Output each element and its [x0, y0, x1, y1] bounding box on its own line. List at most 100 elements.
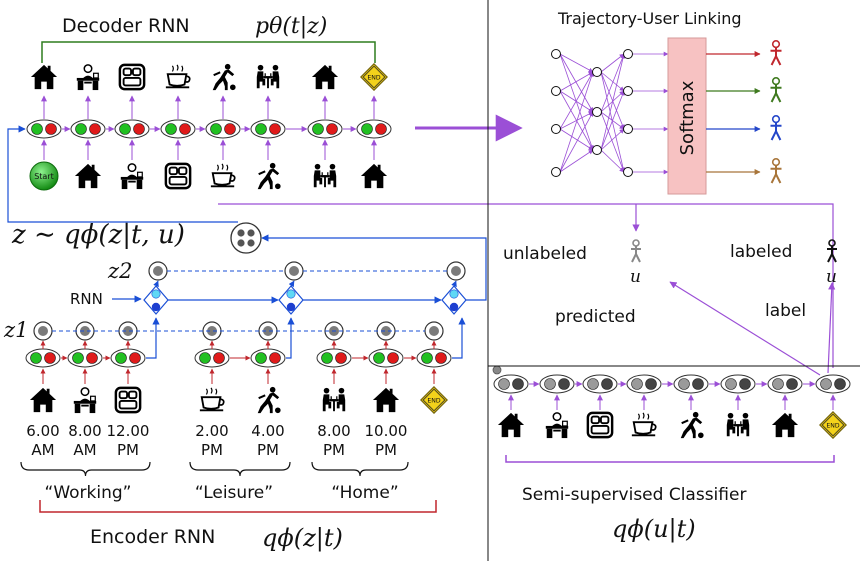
food-tray-icon [114, 386, 142, 414]
decoder-rnn-cell [70, 119, 106, 139]
curly-brace [20, 461, 151, 477]
dining-couple-icon [256, 64, 280, 89]
nn-edge [600, 53, 625, 113]
encoder-section: 6.00AM8.00AM12.00PM“Working”2.00PM4.00PM… [20, 222, 487, 513]
end-sign-icon: END [819, 411, 847, 439]
green-unit [210, 123, 222, 135]
nn-edge [600, 128, 625, 151]
rnn-diamond-cell [143, 285, 169, 315]
curly-brace [311, 461, 409, 477]
time-period: PM [257, 441, 279, 459]
red-unit [45, 123, 57, 135]
nn-edge [600, 90, 625, 151]
red-unit [375, 123, 387, 135]
z1-node [202, 321, 222, 341]
gray-unit [820, 378, 832, 390]
dark-unit [601, 378, 613, 390]
dark-unit [739, 378, 751, 390]
time-period: PM [117, 441, 139, 459]
green-unit [255, 352, 267, 364]
dark-unit [512, 378, 524, 390]
soccer-player-icon [679, 411, 705, 439]
house-icon [497, 412, 525, 438]
classifier-rnn-cell [539, 374, 575, 394]
dining-couple-icon [726, 412, 750, 437]
z2-label: z2 [107, 259, 132, 283]
user-figure-icon [770, 114, 782, 141]
group-label: “Leisure” [195, 483, 273, 503]
z1-node [424, 321, 444, 341]
soccer-player-icon [256, 162, 282, 190]
food-tray-icon [164, 162, 192, 190]
group-to-diamond-arrow [452, 317, 466, 359]
nn-edge [559, 111, 594, 130]
rnn-diamond-cell [278, 285, 304, 315]
red-unit [44, 352, 56, 364]
red-unit [335, 352, 347, 364]
green-unit [119, 123, 131, 135]
decoder-rnn-cell [307, 119, 343, 139]
green-unit [361, 123, 373, 135]
nn-edge [559, 53, 594, 113]
nn-edge [600, 149, 625, 173]
classifier-rnn-cell [767, 374, 803, 394]
z1-label: z1 [3, 318, 28, 342]
nn-edge [600, 71, 626, 173]
coffee-cup-icon [198, 386, 225, 412]
decoder-title: Decoder RNN [62, 15, 190, 37]
red-unit [224, 123, 236, 135]
diamond-to-z2-arrow [288, 280, 295, 288]
dining-couple-icon [322, 387, 346, 412]
green-unit [30, 352, 42, 364]
encoder-to-latent-arrow [261, 234, 487, 301]
nn-node [592, 107, 602, 117]
encoder-formula: qϕ(z|t) [262, 524, 343, 553]
decoder-rnn-cell [114, 119, 150, 139]
classifier-formula: qϕ(u|t) [612, 515, 696, 544]
green-unit [373, 352, 385, 364]
nn-node [592, 145, 602, 155]
nn-node [623, 124, 633, 134]
coffee-cup-icon [630, 411, 657, 437]
office-desk-icon [120, 163, 144, 190]
z1-node [33, 321, 53, 341]
unlabeled-user-symbol: u [630, 267, 641, 287]
classifier-rnn-cell [626, 374, 662, 394]
user-figure-icon [770, 76, 782, 103]
encoder-rnn-cell [194, 348, 230, 368]
time-value: 12.00 [107, 422, 150, 440]
nn-edge [559, 53, 594, 73]
softmax-label: Softmax [677, 80, 698, 155]
coffee-cup-icon [164, 63, 191, 89]
trajectory-user-linking-section: Softmax [218, 37, 834, 368]
z2-node [446, 261, 466, 281]
end-sign-icon: END [420, 386, 448, 414]
linking-title: Trajectory-User Linking [557, 9, 742, 28]
classifier-rnn-cell [582, 374, 618, 394]
nn-node [592, 67, 602, 77]
labeled-user-symbol: u [826, 267, 837, 287]
initial-state-node [492, 365, 502, 375]
labeled-label: labeled [730, 242, 792, 262]
encoder-rnn-cell [316, 348, 352, 368]
gray-unit [725, 378, 737, 390]
z1-node [376, 321, 396, 341]
time-period: PM [375, 441, 397, 459]
nn-edge [559, 90, 594, 113]
predicted-label: predicted [555, 307, 636, 327]
encoder-rnn-cell [67, 348, 103, 368]
gray-unit [631, 378, 643, 390]
time-value: 8.00 [317, 422, 350, 440]
z1-node [118, 321, 138, 341]
dining-couple-icon [313, 163, 337, 188]
to-predicted-arrow [669, 281, 821, 376]
nn-node [551, 167, 561, 177]
encoder-rnn-cell [110, 348, 146, 368]
decoder-rnn-cell [356, 119, 392, 139]
red-unit [89, 123, 101, 135]
linking-connector [218, 203, 834, 368]
start-button-icon: Start [29, 161, 59, 191]
nn-edge [559, 149, 594, 173]
